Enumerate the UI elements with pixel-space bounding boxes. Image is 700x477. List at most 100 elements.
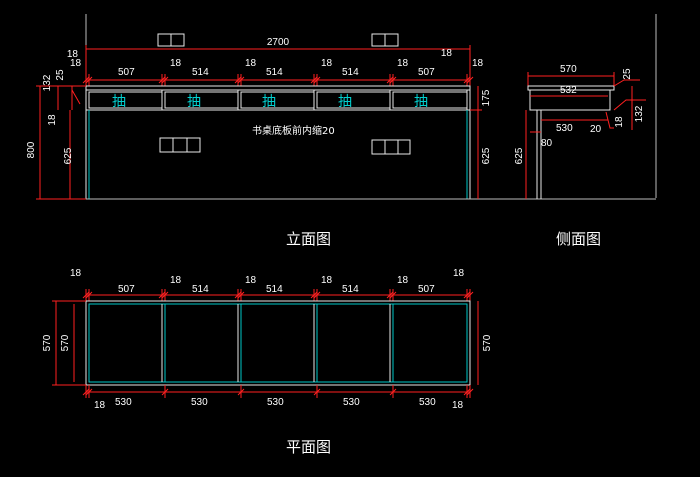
elev-seg-slash xyxy=(389,76,397,84)
elev-seg-slash xyxy=(82,76,90,84)
window-symbol-mid-left xyxy=(159,137,201,153)
plan-seg-3: 514 xyxy=(192,284,209,295)
drawer-label-5: 抽 xyxy=(414,94,428,110)
elev-seg-slash xyxy=(310,76,318,84)
plan-seg-4: 18 xyxy=(245,275,257,286)
plan-seg-8: 18 xyxy=(397,275,409,286)
elev-seg-slash xyxy=(158,76,166,84)
plan-bottom-slash xyxy=(463,388,471,396)
plan-bottom-slash xyxy=(237,388,245,396)
elev-seg-9: 507 xyxy=(418,67,435,78)
elev-seg-slash xyxy=(161,76,169,84)
title-plan: 平面图 xyxy=(286,438,331,456)
plan-seg-slash xyxy=(161,291,169,299)
elev-seg-slash xyxy=(463,76,471,84)
plan-bottom-0: 18 xyxy=(94,400,106,411)
plan-bottom-4: 530 xyxy=(343,397,360,408)
dim-total-width: 2700 xyxy=(267,37,290,48)
plan-bottom-slash xyxy=(389,388,397,396)
elev-seg-6: 18 xyxy=(321,58,333,69)
drawer-label-1: 抽 xyxy=(112,94,126,110)
plan-seg-slash xyxy=(389,291,397,299)
drawer-band xyxy=(85,89,471,111)
plan-bottom-1: 530 xyxy=(115,397,132,408)
plan-bottom-5: 530 xyxy=(419,397,436,408)
dim-height-25: 25 xyxy=(55,69,66,81)
elev-seg-slash xyxy=(466,76,474,84)
plan-seg-0: 18 xyxy=(70,268,82,279)
elev-seg-7: 514 xyxy=(342,67,359,78)
side-dim-625: 625 xyxy=(514,147,525,164)
plan-dim-left-inner: 570 xyxy=(60,334,71,351)
plan-dim-right: 570 xyxy=(482,334,493,351)
drawer-label-4: 抽 xyxy=(338,94,352,110)
plan-seg-slash xyxy=(234,291,242,299)
side-dim-570: 570 xyxy=(560,64,577,75)
plan-seg-10: 18 xyxy=(453,268,465,279)
plan-bottom-6: 18 xyxy=(452,400,464,411)
plan-seg-slash xyxy=(310,291,318,299)
side-dim-18: 18 xyxy=(614,116,625,128)
dim-leg-625-left: 625 xyxy=(63,147,74,164)
side-dim-132: 132 xyxy=(634,105,645,122)
plan-bottom-slash xyxy=(161,388,169,396)
plan-seg-7: 514 xyxy=(342,284,359,295)
drawer-front xyxy=(392,91,468,109)
title-elevation: 立面图 xyxy=(286,230,331,248)
drawer-label-2: 抽 xyxy=(187,94,201,110)
plan-seg-6: 18 xyxy=(321,275,333,286)
elev-seg-1: 507 xyxy=(118,67,135,78)
dim-top-right-18: 18 xyxy=(441,48,453,59)
elev-seg-slash xyxy=(234,76,242,84)
dim-top-left-18: 18 xyxy=(67,49,79,60)
plan-seg-9: 507 xyxy=(418,284,435,295)
elev-seg-2: 18 xyxy=(170,58,182,69)
elev-seg-3: 514 xyxy=(192,67,209,78)
side-dim-530: 530 xyxy=(556,123,573,134)
window-symbol-top-left xyxy=(157,33,185,47)
plan-seg-slash xyxy=(158,291,166,299)
elev-seg-slash xyxy=(386,76,394,84)
plan-bottom-slash xyxy=(313,388,321,396)
side-dim-80: 80 xyxy=(541,138,553,149)
plan-seg-slash xyxy=(463,291,471,299)
plan-view: 18 507 18 514 18 514 18 514 18 507 18 18… xyxy=(42,268,493,411)
drawer-front xyxy=(164,91,239,109)
side-drawer xyxy=(529,89,611,111)
plan-seg-5: 514 xyxy=(266,284,283,295)
plan-seg-slash xyxy=(466,291,474,299)
side-dim-20: 20 xyxy=(590,124,602,135)
plan-outline xyxy=(85,300,471,386)
plan-seg-slash xyxy=(237,291,245,299)
plan-seg-slash xyxy=(85,291,93,299)
drawer-front xyxy=(240,91,315,109)
elev-seg-10: 18 xyxy=(472,58,484,69)
plan-bottom-2: 530 xyxy=(191,397,208,408)
plan-bottom-slash xyxy=(466,388,474,396)
dim-height-132: 132 xyxy=(42,74,53,91)
elev-seg-0: 18 xyxy=(70,58,82,69)
plan-seg-slash xyxy=(386,291,394,299)
elev-seg-4: 18 xyxy=(245,58,257,69)
elevation-view: 2700 18 18 18 507 18 514 18 514 18 514 1… xyxy=(26,37,656,200)
window-symbol-mid-right xyxy=(371,139,411,155)
desk-top xyxy=(85,85,471,91)
elev-seg-5: 514 xyxy=(266,67,283,78)
note-bottom-board-inset: 书桌底板前内缩20 xyxy=(252,124,335,137)
dim-drawer-175: 175 xyxy=(481,89,492,106)
plan-seg-slash xyxy=(313,291,321,299)
plan-seg-2: 18 xyxy=(170,275,182,286)
dim-height-800: 800 xyxy=(26,141,37,158)
side-view: 570 532 530 20 25 18 132 625 80 xyxy=(514,64,646,199)
elev-seg-slash xyxy=(85,76,93,84)
elev-seg-slash xyxy=(237,76,245,84)
plan-dim-left-outer: 570 xyxy=(42,334,53,351)
dim-leg-625-right: 625 xyxy=(481,147,492,164)
plan-inner-outline xyxy=(88,303,468,383)
title-side: 侧面图 xyxy=(556,230,601,248)
plan-bottom-3: 530 xyxy=(267,397,284,408)
plan-bottom-slash xyxy=(82,388,90,396)
side-dim-532: 532 xyxy=(560,85,577,96)
drawer-label-3: 抽 xyxy=(262,94,276,110)
